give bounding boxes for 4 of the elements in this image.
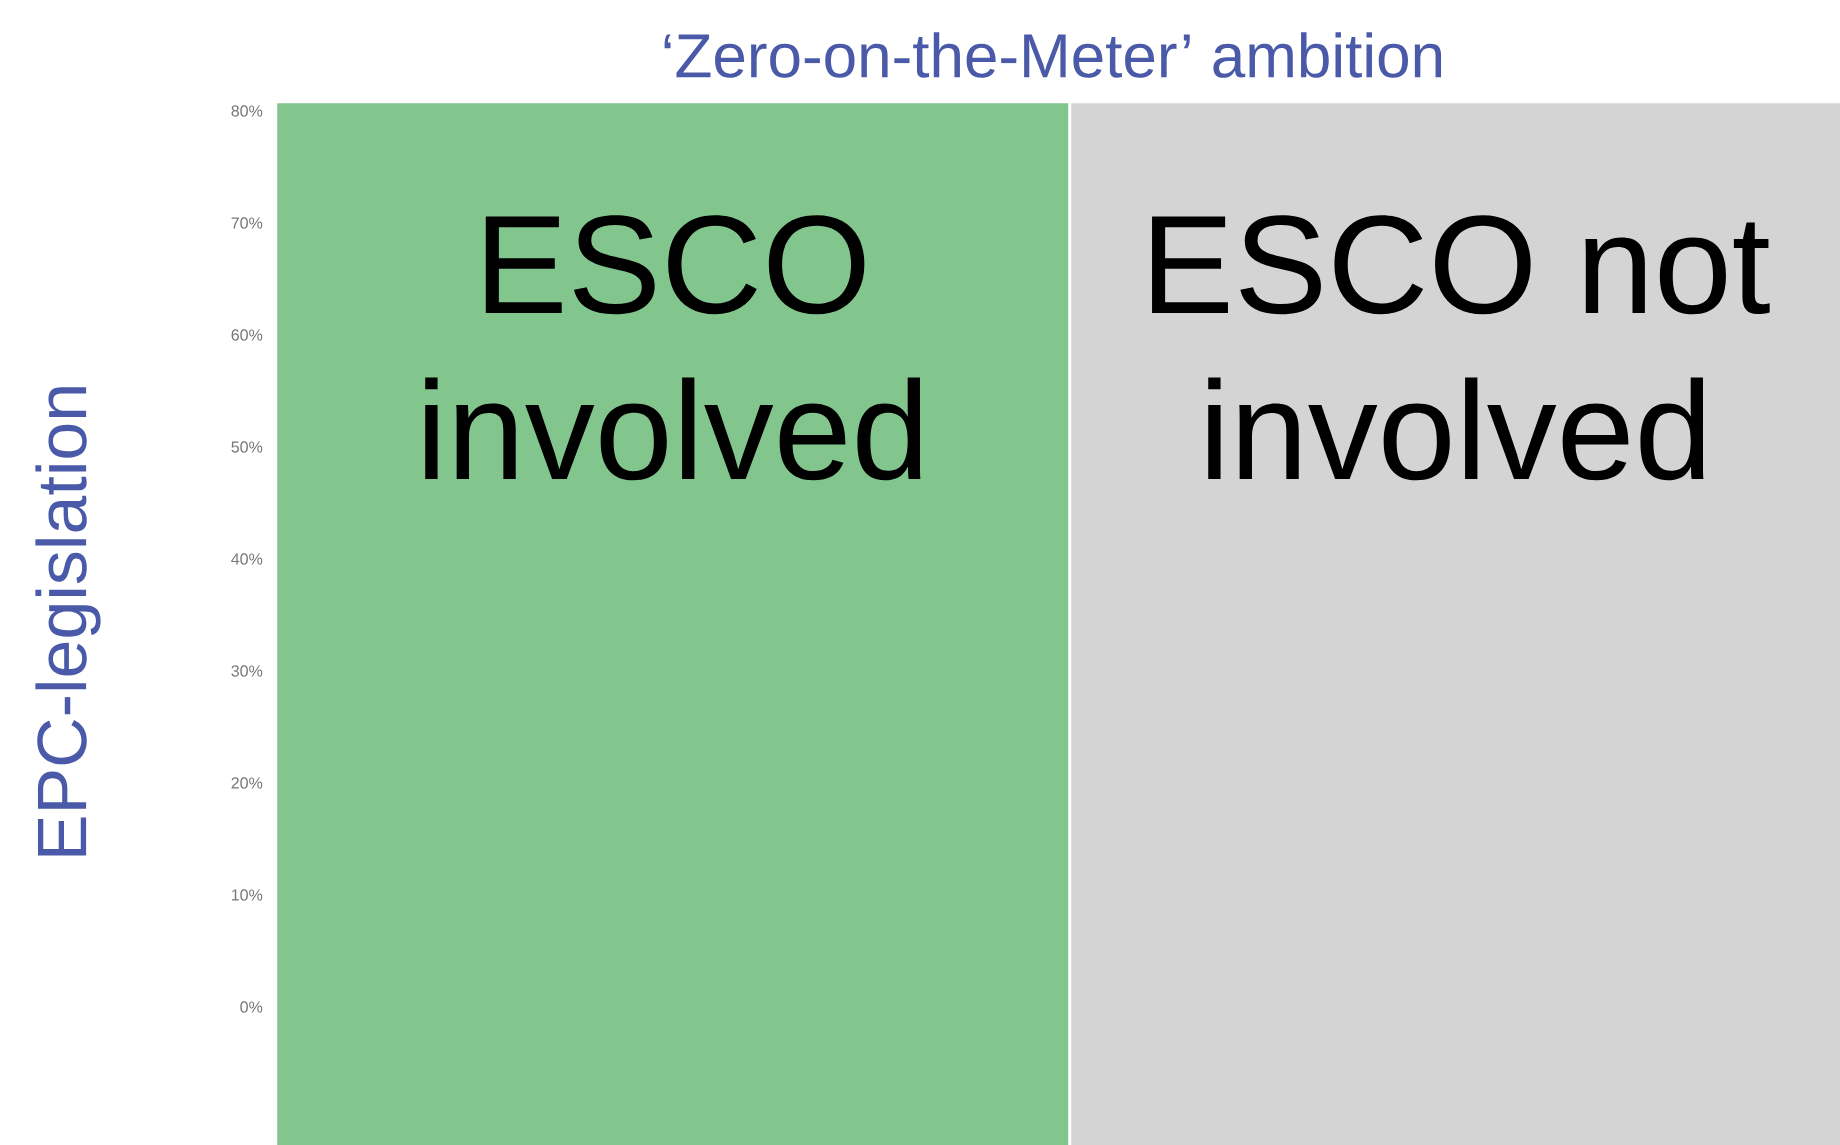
axis-label: EPC-legislation	[35, 387, 101, 856]
panel: ESCO not involved	[1071, 103, 1840, 1145]
panel: ESCO involved	[277, 103, 1069, 1145]
title: ‘Zero-on-the-Meter’ ambition	[664, 32, 1442, 78]
